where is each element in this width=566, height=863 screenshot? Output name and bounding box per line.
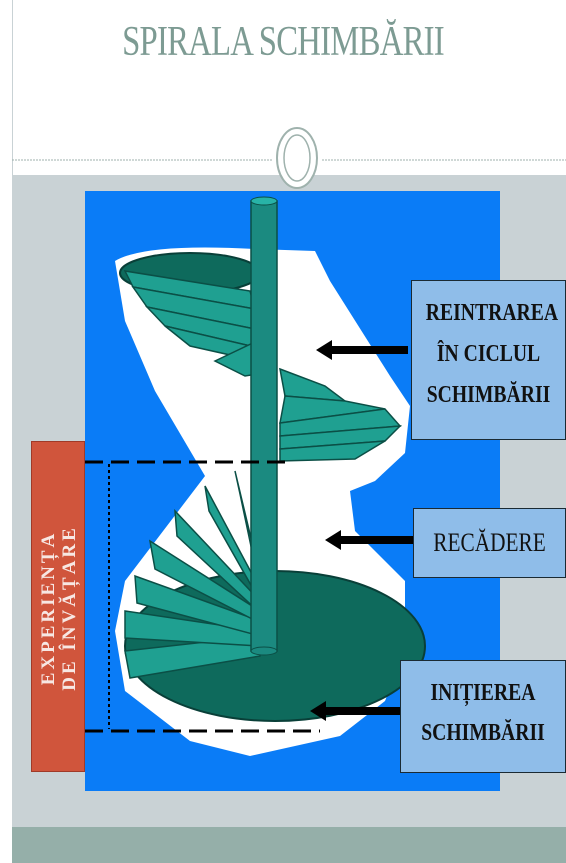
experience-label-line2: DE ÎNVĂȚARE [59,525,80,691]
experience-box: EXPERIENȚA DE ÎNVĂȚARE [31,441,85,772]
arrow-initierea [310,701,400,721]
label-reintrarea-line2: ÎN CICLUL [436,341,541,367]
central-pole [250,200,278,652]
divider-ornament [276,127,318,189]
experience-label-line1: EXPERIENȚA [38,530,59,686]
label-reintrarea-line3: SCHIMBĂRII [426,382,551,408]
arrow-reintrare [316,340,408,360]
footer-bar [12,827,566,863]
label-initierea: INIȚIEREA SCHIMBĂRII [400,660,566,773]
label-recadere: RECĂDERE [413,508,566,578]
label-reintrarea-line1: REINTRAREA [425,300,559,326]
middle-steps [279,367,402,462]
arrow-recadere [325,530,413,550]
left-rule [12,0,13,175]
label-initierea-line1: INIȚIEREA [430,680,536,706]
slide-title: SPIRALA SCHIMBĂRII [122,19,445,65]
spiral-staircase-illustration [115,196,426,756]
label-recadere-text: RECĂDERE [433,528,546,557]
header-divider [12,127,566,189]
label-reintrarea: REINTRAREA ÎN CICLUL SCHIMBĂRII [411,280,566,440]
label-initierea-line2: SCHIMBĂRII [421,720,545,746]
experience-label: EXPERIENȚA DE ÎNVĂȚARE [38,443,80,774]
